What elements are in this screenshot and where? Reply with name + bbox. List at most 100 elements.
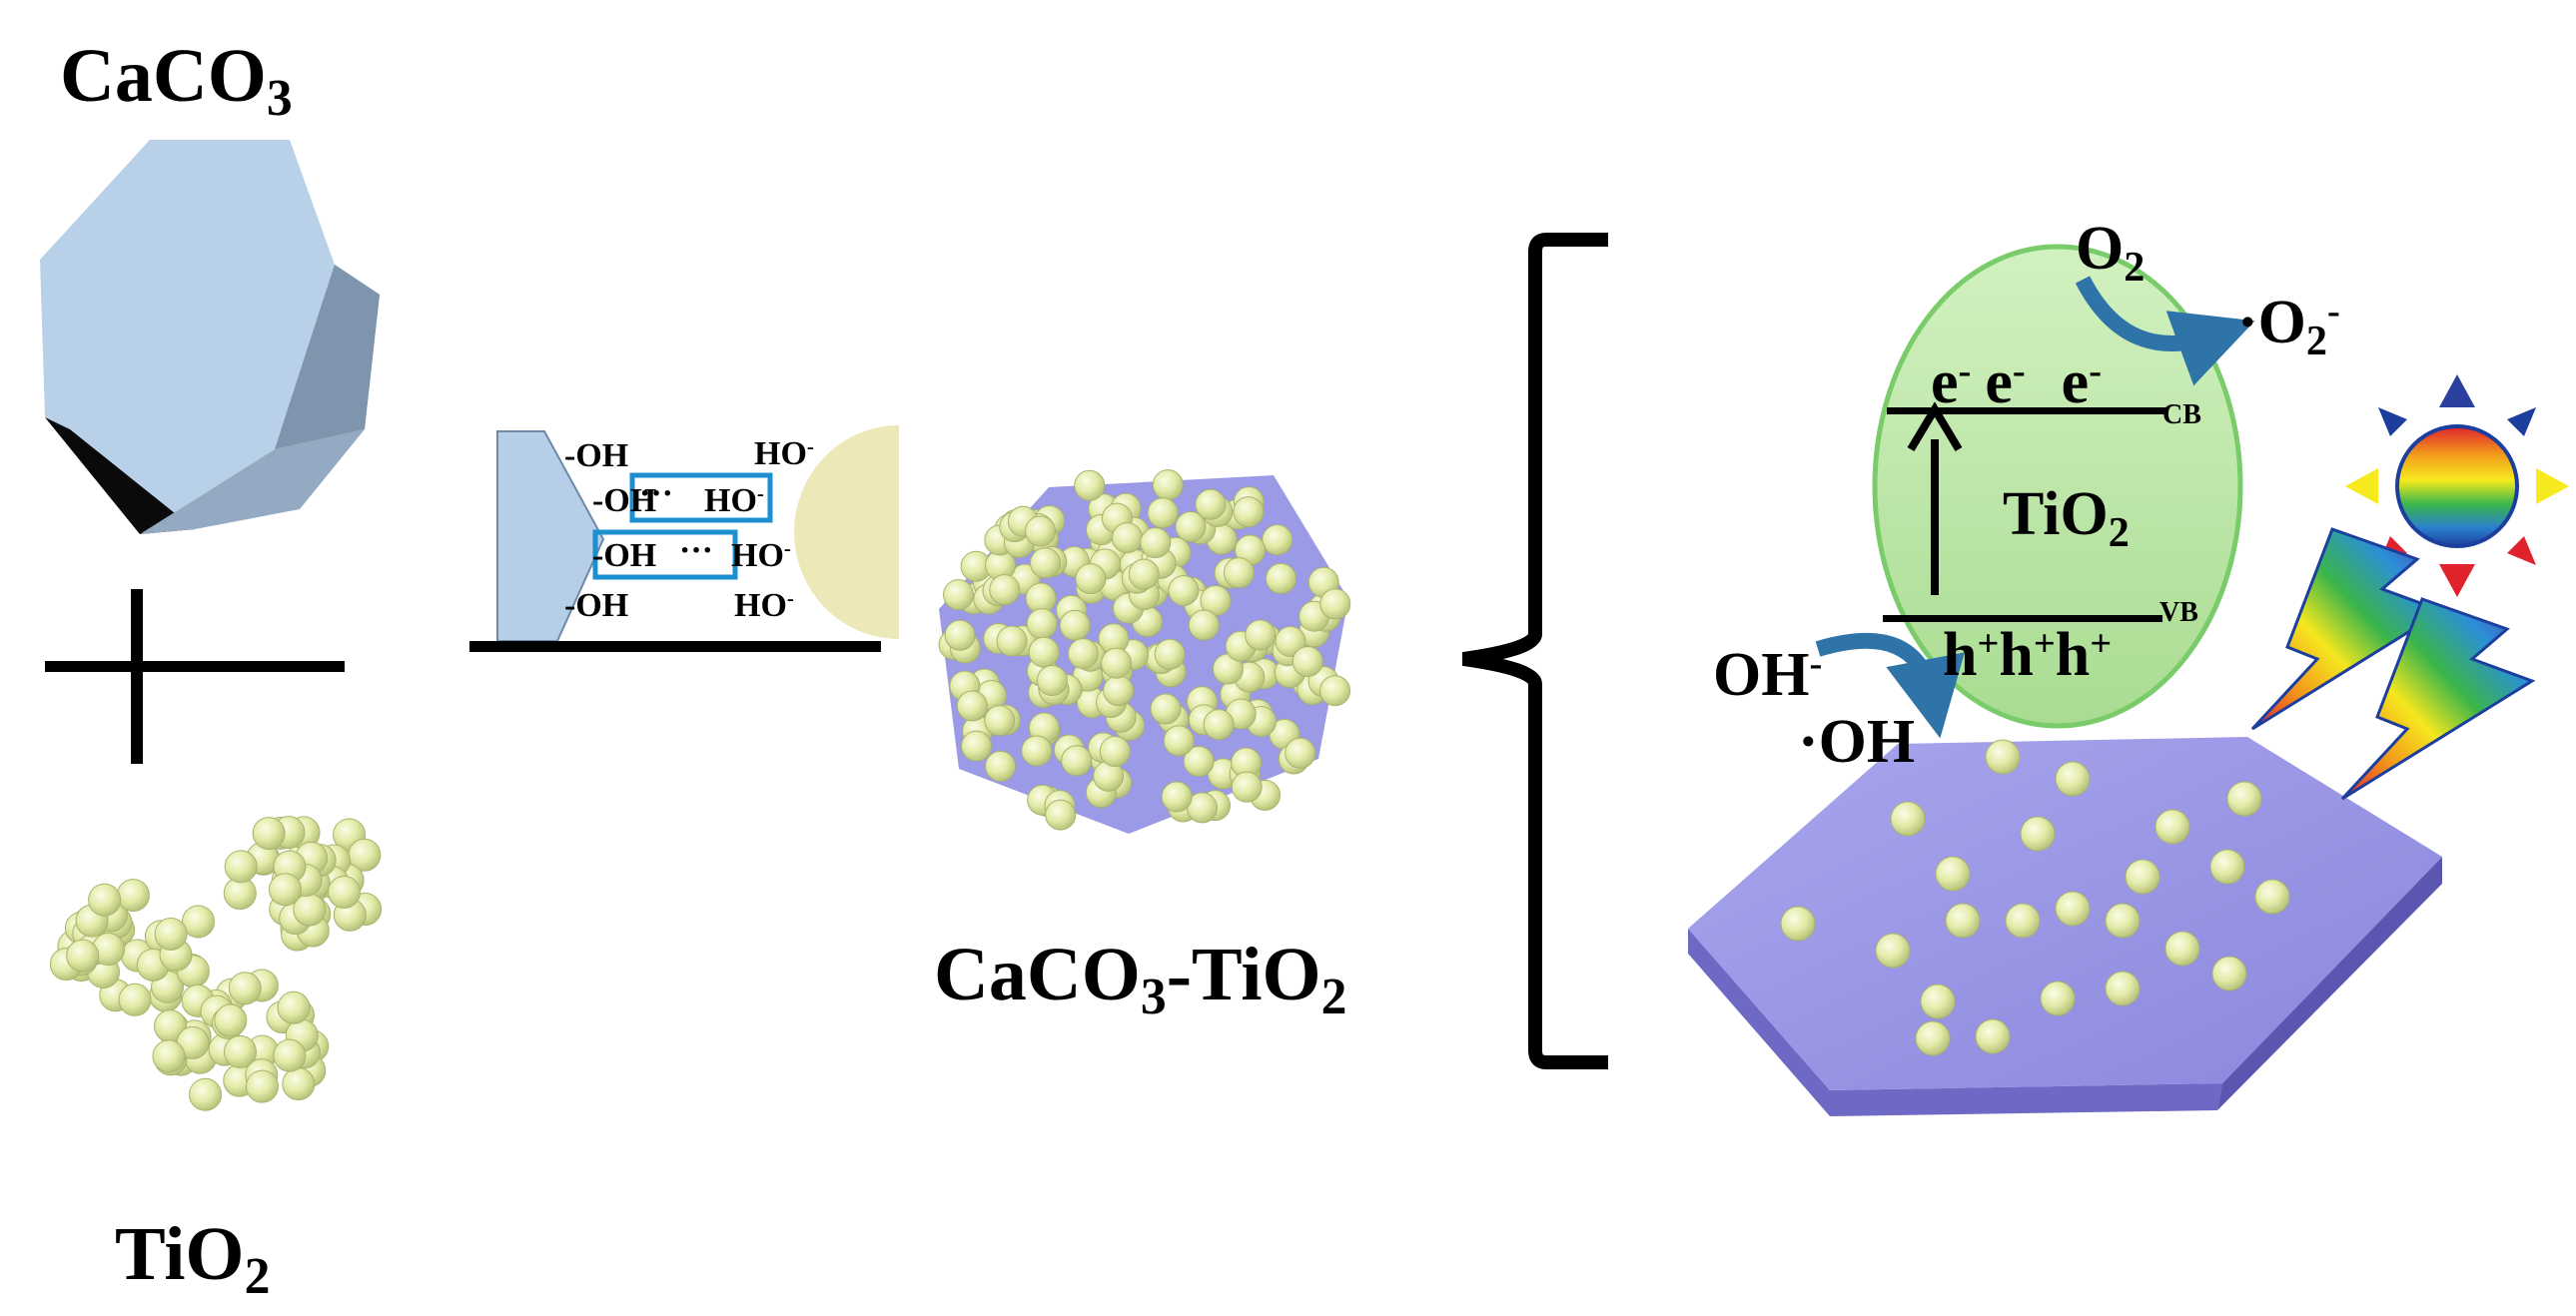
electron-2-main: e: [1985, 348, 2013, 416]
hydroxide-oxidation-arrow: [1815, 632, 1965, 739]
plate-tio2-particle: [1875, 933, 1911, 969]
composite-tio2-particle: [1067, 638, 1099, 670]
plate-tio2-particle: [2105, 903, 2141, 939]
composite-tio2-particle: [985, 750, 1017, 782]
cb-label: CB: [2162, 399, 2201, 430]
composite-tio2-particle: [1319, 588, 1351, 620]
plate-tio2-particle: [1935, 856, 1971, 892]
hole-3-main: h: [2055, 621, 2091, 689]
caco3-crystal: [40, 140, 380, 534]
composite-surface-particles: [938, 469, 1351, 831]
tio2-band-label-main: TiO: [2003, 480, 2109, 548]
tio2-nanoparticle: [189, 1077, 223, 1111]
composite-tio2-particle: [1021, 735, 1053, 767]
tio2-nanoparticle: [223, 1034, 257, 1068]
electron-2-sup: -: [2012, 349, 2026, 392]
composite-tio2-particle: [1140, 527, 1172, 559]
plate-tio2-particle: [1945, 903, 1981, 939]
tio2-nanoparticle: [88, 883, 122, 917]
bond-left-oh-2: -OH: [592, 482, 657, 519]
composite-tio2-particle: [1061, 745, 1093, 777]
plate-tio2-particle: [2164, 931, 2200, 967]
plate-tio2-particle: [2211, 956, 2247, 991]
left-curly-bracket: [1462, 233, 1608, 1069]
composite-tio2-particle: [1025, 515, 1057, 547]
hole-1-sup: +: [1977, 622, 2000, 665]
composite-tio2-particle: [1036, 665, 1068, 697]
bond-box-lower: [592, 529, 738, 580]
bond-bridge-1: ···: [639, 475, 674, 512]
composite-tio2-particle: [989, 574, 1021, 606]
composite-label-part1: CaCO: [934, 933, 1141, 1016]
composite-tio2-particle: [944, 619, 976, 651]
electron-3-main: e: [2061, 348, 2090, 416]
plus-sign: [45, 589, 345, 764]
composite-tio2-particle: [1128, 558, 1160, 590]
hydroxyl-radical-label: ·OH: [1798, 708, 1916, 776]
composite-tio2-particle: [1152, 469, 1184, 501]
bond-left-oh-3: -OH: [592, 537, 657, 574]
composite-tio2-particle: [1245, 619, 1277, 651]
tio2-nanoparticle: [282, 1067, 316, 1101]
electron-1-sup: -: [1958, 349, 1972, 392]
valence-band-line: [1883, 615, 2162, 622]
bond-right-ho-4-sup: -: [786, 586, 794, 611]
bond-box-upper: [629, 472, 773, 523]
o2-label: O2: [2076, 218, 2145, 288]
tio2-nanoparticle: [268, 873, 302, 907]
plate-tio2-particle: [2020, 816, 2056, 852]
composite-tio2-particle: [1188, 609, 1220, 641]
tio2-nanoparticle: [277, 990, 311, 1024]
conduction-band-line: [1887, 407, 2166, 414]
hole-3: h+: [2056, 621, 2112, 689]
electron-1-main: e: [1931, 348, 1959, 416]
bond-right-ho-1: HO-: [754, 436, 814, 471]
composite-tio2-particle: [984, 705, 1016, 737]
electron-3: e-: [2062, 348, 2102, 416]
composite-label: CaCO3-TiO2: [934, 937, 1346, 1023]
tio2-nanoparticle: [118, 983, 152, 1016]
o2-label-sub: 2: [2124, 243, 2146, 291]
plate-tio2-particle: [2055, 761, 2091, 797]
plate-tio2-particle: [2040, 981, 2076, 1016]
plate-tio2-particle: [1890, 801, 1926, 837]
vb-label: VB: [2159, 597, 2198, 628]
composite-tio2-particle: [1075, 563, 1107, 595]
tio2-nanoparticle: [116, 879, 150, 913]
caco3-tio2-composite: [938, 469, 1351, 834]
composite-tio2-particle: [1291, 645, 1323, 677]
oxygen-reduction-arrow: [2075, 276, 2255, 386]
bond-right-ho-3-sup: -: [783, 536, 791, 561]
plate-tio2-particle: [2005, 903, 2041, 939]
tio2-nanoparticle: [245, 1069, 279, 1103]
tio2-nanoparticle: [66, 939, 100, 973]
composite-tio2-particle: [1161, 781, 1193, 813]
composite-tio2-particle: [1233, 496, 1265, 528]
tio2-nanoparticle: [224, 850, 258, 884]
composite-tio2-particle: [1262, 524, 1293, 556]
hole-2: h+: [1999, 621, 2055, 689]
composite-tio2-particle: [1099, 736, 1131, 768]
bonding-schematic: [469, 425, 899, 652]
caco3-label: CaCO3: [60, 38, 293, 125]
composite-tio2-particle: [1168, 574, 1200, 606]
composite-tio2-particle: [1028, 636, 1060, 668]
composite-tio2-particle: [1147, 497, 1179, 529]
tio2-particle-clusters: [49, 816, 383, 1111]
composite-tio2-particle: [1265, 562, 1296, 594]
tio2-band-label-sub: 2: [2108, 508, 2130, 556]
bond-right-ho-3: HO-: [731, 536, 791, 573]
plate-tio2-particle: [1985, 739, 2021, 775]
electron-1: e-: [1931, 348, 1971, 416]
plate-tio2-particle: [2209, 849, 2245, 885]
composite-tio2-particle: [961, 730, 993, 762]
hole-2-sup: +: [2033, 622, 2056, 665]
superoxide-label: ·O2-: [2237, 292, 2340, 361]
composite-tio2-particle: [1183, 745, 1215, 777]
composite-tio2-particle: [1319, 675, 1351, 707]
composite-tio2-particle: [943, 579, 975, 611]
tio2-nanoparticle: [214, 1003, 248, 1037]
plate-tio2-particle: [1780, 906, 1816, 942]
plate-tio2-particle: [2226, 781, 2262, 817]
